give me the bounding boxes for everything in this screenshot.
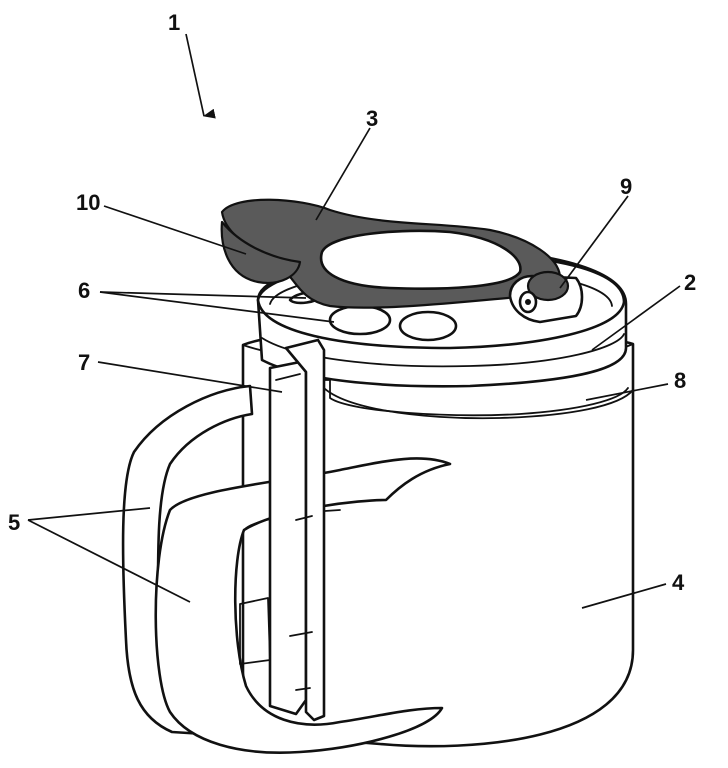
leader-5a (27, 507, 151, 521)
ref-label-3: 3 (366, 106, 378, 131)
ref-label-5: 5 (8, 510, 20, 535)
leader-7 (97, 361, 283, 393)
ref-label-1: 1 (168, 10, 180, 35)
reference-numerals: 1 3 10 9 6 2 7 8 5 4 (8, 10, 696, 595)
latch-rail (239, 338, 326, 722)
leader-9 (559, 195, 629, 289)
ref-label-7: 7 (78, 350, 90, 375)
leader-2 (591, 285, 681, 351)
handle (121, 384, 452, 754)
hinge (508, 270, 584, 324)
leader-8 (585, 383, 669, 401)
ref-label-8: 8 (674, 368, 686, 393)
leader-6b (99, 291, 335, 323)
leader-lines (27, 127, 681, 609)
lid-opening (328, 304, 392, 336)
ref-label-10: 10 (76, 190, 100, 215)
lid-opening (398, 310, 458, 342)
leader-10 (103, 205, 247, 255)
leader-5b (27, 519, 191, 603)
assembly-arrow (185, 33, 216, 119)
leader-3 (315, 127, 371, 221)
ref-label-6: 6 (78, 278, 90, 303)
lever (220, 198, 562, 309)
ref-label-2: 2 (684, 270, 696, 295)
ref-label-9: 9 (620, 174, 632, 199)
leader-6a (99, 291, 307, 299)
ref-label-4: 4 (672, 570, 685, 595)
leader-4 (581, 583, 667, 609)
